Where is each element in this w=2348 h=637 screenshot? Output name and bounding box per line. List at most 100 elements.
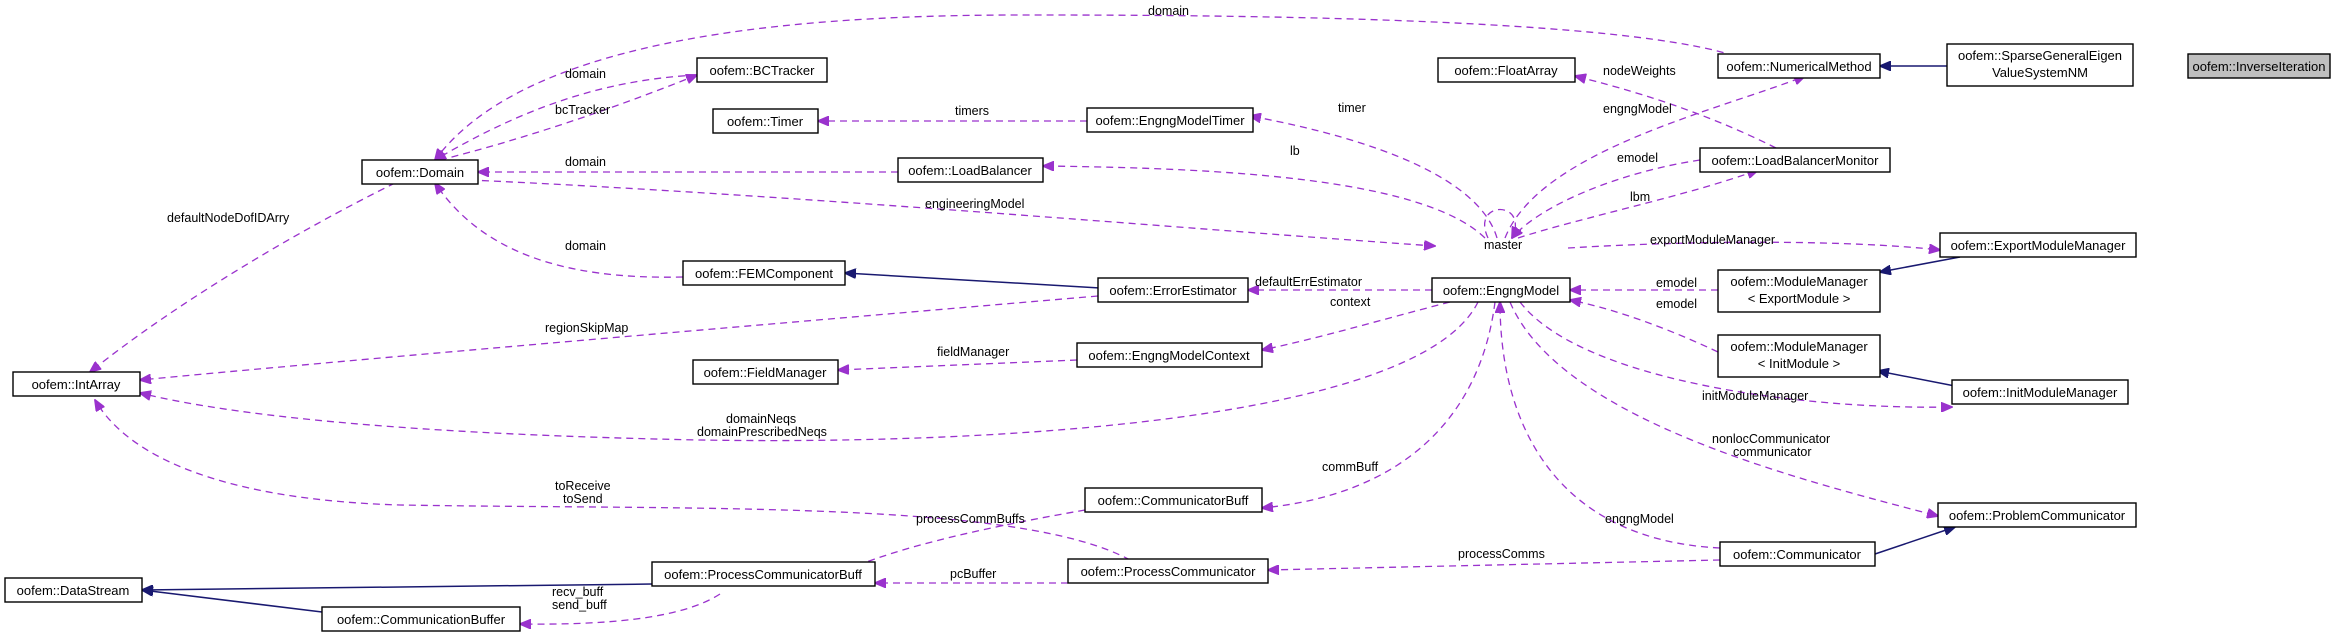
- edge-domain-to-engng-model: [469, 179, 1435, 246]
- edge-error-estimator-to-fem-component: [845, 273, 1101, 289]
- edge-label-timers: timers: [955, 104, 989, 118]
- edge-label-bc-tracker: bcTracker: [555, 103, 610, 117]
- node-label: oofem::CommunicationBuffer: [337, 612, 506, 627]
- edge-engng-model-to-engng-model-context: [1262, 301, 1451, 350]
- node-label-line-1: oofem::ModuleManager: [1730, 274, 1868, 289]
- node-label: oofem::EngngModelTimer: [1095, 113, 1245, 128]
- edge-label-engineering-model: engineeringModel: [925, 197, 1024, 211]
- edge-communication-buffer-to-data-stream: [142, 590, 323, 613]
- node-label: oofem::DataStream: [17, 583, 130, 598]
- edge-load-balancer-monitor-to-engng-model: [1512, 159, 1701, 238]
- edge-label-process-comm-buffs: processCommBuffs: [916, 512, 1025, 526]
- node-fem-component[interactable]: oofem::FEMComponent: [682, 260, 846, 286]
- node-init-module-manager[interactable]: oofem::InitModuleManager: [1951, 379, 2129, 405]
- edge-domain-to-int-array: [90, 182, 396, 372]
- node-communicator[interactable]: oofem::Communicator: [1719, 541, 1876, 567]
- edge-label-domain-neqs: domainNeqs: [726, 412, 796, 426]
- edge-engng-model-to-int-array: [140, 301, 1479, 442]
- node-label-line-2: ValueSystemNM: [1992, 65, 2088, 80]
- node-label: oofem::NumericalMethod: [1726, 59, 1871, 74]
- node-export-module-manager[interactable]: oofem::ExportModuleManager: [1939, 232, 2137, 258]
- node-label: oofem::LoadBalancer: [908, 163, 1032, 178]
- node-data-stream[interactable]: oofem::DataStream: [4, 577, 143, 603]
- node-domain[interactable]: oofem::Domain: [361, 159, 479, 185]
- node-float-array[interactable]: oofem::FloatArray: [1437, 57, 1576, 83]
- node-label: oofem::FieldManager: [704, 365, 828, 380]
- node-int-array[interactable]: oofem::IntArray: [12, 371, 141, 397]
- edge-engng-model-master-loop: [1484, 209, 1516, 239]
- node-inverse-iteration[interactable]: oofem::InverseIteration: [2187, 53, 2331, 79]
- node-sparse-general-eigen-value-system-nm[interactable]: oofem::SparseGeneralEigen ValueSystemNM: [1946, 43, 2134, 87]
- edge-label-comm-buff: commBuff: [1322, 460, 1379, 474]
- node-engng-model-context[interactable]: oofem::EngngModelContext: [1076, 342, 1263, 368]
- edge-engng-model-to-load-balancer-monitor: [1517, 170, 1758, 239]
- node-label: oofem::EngngModelContext: [1088, 348, 1250, 363]
- node-process-communicator[interactable]: oofem::ProcessCommunicator: [1067, 558, 1269, 584]
- edge-engng-model-to-numerical-method: [1504, 76, 1805, 239]
- edge-export-module-manager-to-module-manager: [1880, 256, 1961, 272]
- node-label: oofem::ErrorEstimator: [1109, 283, 1237, 298]
- edge-label-pc-buffer: pcBuffer: [950, 567, 996, 581]
- edge-label-to-receive: toReceive: [555, 479, 611, 493]
- node-load-balancer[interactable]: oofem::LoadBalancer: [897, 157, 1044, 183]
- node-module-manager-export-module[interactable]: oofem::ModuleManager < ExportModule >: [1717, 269, 1881, 313]
- edge-label-engng-model-comm: engngModel: [1605, 512, 1674, 526]
- nodes: oofem::InverseIteration oofem::SparseGen…: [4, 43, 2331, 632]
- node-label: oofem::ExportModuleManager: [1951, 238, 2127, 253]
- edge-label-lb-domain: domain: [565, 155, 606, 169]
- edge-label-to-send: toSend: [563, 492, 603, 506]
- edge-process-communicator-buff-to-data-stream: [142, 583, 653, 590]
- edge-engng-model-to-communicator-buff: [1262, 301, 1496, 508]
- node-label: oofem::BCTracker: [710, 63, 816, 78]
- edge-label-export-module-manager: exportModuleManager: [1650, 233, 1775, 247]
- node-module-manager-init-module[interactable]: oofem::ModuleManager < InitModule >: [1717, 334, 1881, 378]
- edge-label-emodel-mm2: emodel: [1656, 297, 1697, 311]
- node-label-line-2: < InitModule >: [1758, 356, 1840, 371]
- node-field-manager[interactable]: oofem::FieldManager: [692, 359, 839, 385]
- edge-engng-model-to-export-module-manager: [1567, 241, 1940, 250]
- edge-label-context: context: [1330, 295, 1371, 309]
- edge-label-master: master: [1484, 238, 1522, 252]
- node-label: oofem::LoadBalancerMonitor: [1712, 153, 1880, 168]
- edge-label-emodel-mm1: emodel: [1656, 276, 1697, 290]
- edge-label-region-skip-map: regionSkipMap: [545, 321, 628, 335]
- node-engng-model[interactable]: oofem::EngngModel: [1431, 277, 1571, 303]
- node-label: oofem::ProcessCommunicator: [1081, 564, 1257, 579]
- edge-communicator-to-problem-communicator: [1874, 527, 1955, 555]
- edge-label-init-module-manager: initModuleManager: [1702, 389, 1808, 403]
- edge-communicator-to-engng-model: [1500, 302, 1721, 549]
- node-load-balancer-monitor[interactable]: oofem::LoadBalancerMonitor: [1699, 147, 1891, 173]
- node-label: oofem::Domain: [376, 165, 464, 180]
- node-communicator-buff[interactable]: oofem::CommunicatorBuff: [1084, 487, 1263, 513]
- edge-label-domain-top: domain: [1148, 4, 1189, 18]
- edge-label-process-comms: processComms: [1458, 547, 1545, 561]
- edge-numerical-method-to-domain: [435, 14, 1736, 160]
- edge-init-module-manager-to-module-manager: [1878, 371, 1956, 387]
- node-communication-buffer[interactable]: oofem::CommunicationBuffer: [321, 606, 521, 632]
- edge-label-communicator: communicator: [1733, 445, 1812, 459]
- node-label: oofem::InverseIteration: [2193, 59, 2326, 74]
- edge-label-default-err-estimator: defaultErrEstimator: [1255, 275, 1362, 289]
- node-problem-communicator[interactable]: oofem::ProblemCommunicator: [1937, 502, 2137, 528]
- edge-label-emodel-lbm: emodel: [1617, 151, 1658, 165]
- edge-engng-model-to-load-balancer: [1043, 166, 1486, 239]
- node-label: oofem::Timer: [727, 114, 804, 129]
- node-label-line-2: < ExportModule >: [1748, 291, 1851, 306]
- edge-load-balancer-monitor-to-float-array: [1575, 76, 1777, 149]
- node-engng-model-timer[interactable]: oofem::EngngModelTimer: [1086, 107, 1254, 133]
- edge-engng-model-to-init-module-manager: [1519, 301, 1952, 407]
- node-bc-tracker[interactable]: oofem::BCTracker: [696, 57, 828, 83]
- node-error-estimator[interactable]: oofem::ErrorEstimator: [1097, 277, 1249, 303]
- edge-label-node-weights: nodeWeights: [1603, 64, 1676, 78]
- node-process-communicator-buff[interactable]: oofem::ProcessCommunicatorBuff: [651, 561, 876, 587]
- edge-label-bc-domain: domain: [565, 67, 606, 81]
- edge-engng-model-to-engng-model-timer: [1250, 116, 1498, 239]
- node-label: oofem::IntArray: [32, 377, 121, 392]
- node-timer[interactable]: oofem::Timer: [712, 108, 819, 134]
- node-label: oofem::FEMComponent: [695, 266, 833, 281]
- node-label: oofem::ProcessCommunicatorBuff: [664, 567, 862, 582]
- node-numerical-method[interactable]: oofem::NumericalMethod: [1717, 53, 1881, 79]
- node-label: oofem::ProblemCommunicator: [1949, 508, 2126, 523]
- node-label-line-1: oofem::ModuleManager: [1730, 339, 1868, 354]
